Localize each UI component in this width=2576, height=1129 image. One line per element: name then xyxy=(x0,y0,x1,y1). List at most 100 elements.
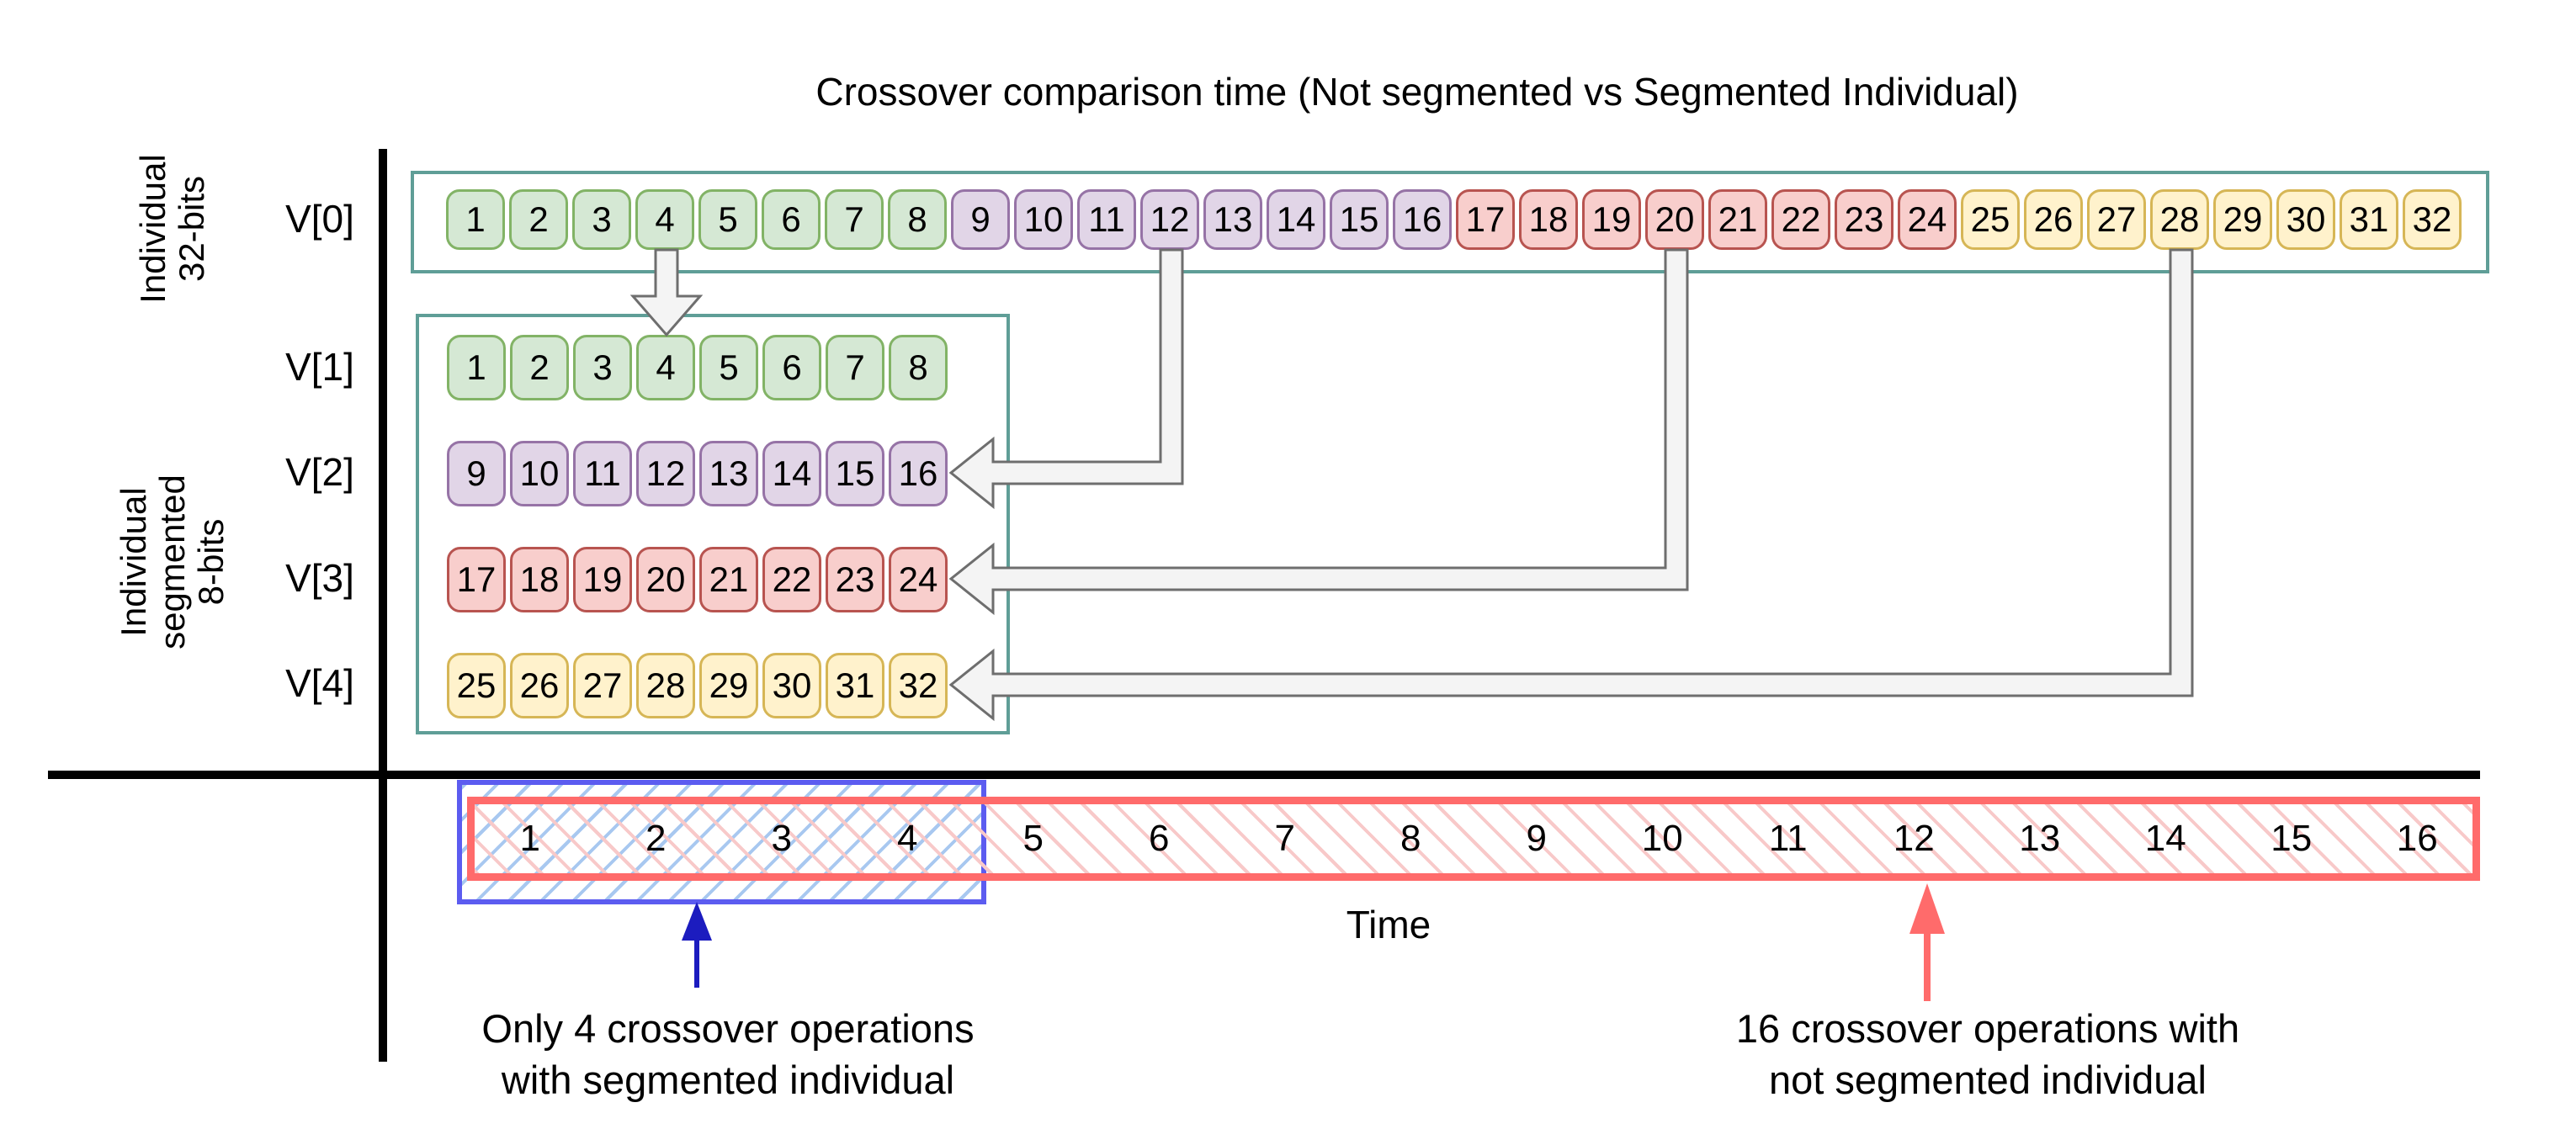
bit-cell-22: 22 xyxy=(762,547,821,612)
bit-cell-13: 13 xyxy=(699,441,758,506)
timeline-number-11: 11 xyxy=(1768,818,1808,859)
bit-cell-13: 13 xyxy=(1203,189,1262,250)
red-up-arrow-icon xyxy=(1909,883,1945,934)
timeline-number-10: 10 xyxy=(1641,818,1683,859)
annotation-line: not segmented individual xyxy=(1769,1057,2207,1102)
bit-cell-24: 24 xyxy=(1898,189,1957,250)
timeline-number-5: 5 xyxy=(1022,818,1044,859)
bit-cell-10: 10 xyxy=(1014,189,1073,250)
bit-cell-24: 24 xyxy=(889,547,948,612)
bit-cell-6: 6 xyxy=(762,189,821,250)
annotation-line: Only 4 crossover operations xyxy=(481,1006,975,1051)
bit-cell-8: 8 xyxy=(888,189,947,250)
bit-cell-22: 22 xyxy=(1771,189,1830,250)
bit-cell-11: 11 xyxy=(573,441,632,506)
timeline-number-15: 15 xyxy=(2271,818,2313,859)
timeline-number-3: 3 xyxy=(771,818,792,859)
bit-cell-5: 5 xyxy=(698,189,757,250)
annotation-line: 16 crossover operations with xyxy=(1735,1006,2240,1051)
bit-cell-29: 29 xyxy=(2213,189,2272,250)
row-label-v3: V[3] xyxy=(285,556,354,600)
row-label-v0: V[0] xyxy=(285,197,354,241)
elbow-arrow-bit20-to-v3 xyxy=(948,248,1689,616)
bit-cell-6: 6 xyxy=(762,335,821,400)
bit-cell-28: 28 xyxy=(636,653,695,718)
bit-cell-1: 1 xyxy=(447,335,506,400)
bit-cell-7: 7 xyxy=(825,189,884,250)
row-label-v2: V[2] xyxy=(285,450,354,494)
timeline-number-16: 16 xyxy=(2396,818,2438,859)
elbow-arrow-bit12-to-v2 xyxy=(948,248,1184,510)
bit-cell-27: 27 xyxy=(573,653,632,718)
bit-cell-31: 31 xyxy=(2340,189,2398,250)
bit-cell-17: 17 xyxy=(1456,189,1515,250)
bit-cell-32: 32 xyxy=(889,653,948,718)
bit-cell-17: 17 xyxy=(447,547,506,612)
elbow-arrow-bit28-to-v4 xyxy=(948,248,2194,722)
bit-cell-7: 7 xyxy=(826,335,884,400)
bit-cell-15: 15 xyxy=(826,441,884,506)
bit-cell-29: 29 xyxy=(699,653,758,718)
bit-cell-32: 32 xyxy=(2403,189,2462,250)
timeline-number-2: 2 xyxy=(645,818,667,859)
timeline-number-9: 9 xyxy=(1526,818,1547,859)
bit-cell-14: 14 xyxy=(762,441,821,506)
diagram-title: Crossover comparison time (Not segmented… xyxy=(815,70,2019,114)
time-axis-label: Time xyxy=(1346,903,1431,946)
y-axis-line xyxy=(379,149,387,1062)
timeline-number-1: 1 xyxy=(519,818,540,859)
bit-cell-2: 2 xyxy=(510,335,569,400)
timeline-number-8: 8 xyxy=(1400,818,1421,859)
row-label-v4: V[4] xyxy=(285,661,354,705)
bit-cell-3: 3 xyxy=(573,335,632,400)
annotation-not-segmented: 16 crossover operations with not segment… xyxy=(1736,1003,2239,1105)
blue-up-arrow-icon xyxy=(682,902,712,941)
bit-cell-19: 19 xyxy=(573,547,632,612)
bit-cell-20: 20 xyxy=(636,547,695,612)
bit-cell-27: 27 xyxy=(2087,189,2146,250)
timeline-number-12: 12 xyxy=(1893,818,1935,859)
bit-cell-9: 9 xyxy=(951,189,1010,250)
not-segmented-time-region xyxy=(467,797,2480,881)
bit-cell-15: 15 xyxy=(1330,189,1389,250)
bit-cell-1: 1 xyxy=(446,189,505,250)
down-arrow-bit4-to-v1 xyxy=(629,248,704,337)
bit-cell-26: 26 xyxy=(510,653,569,718)
bit-cell-30: 30 xyxy=(762,653,821,718)
bit-cell-16: 16 xyxy=(1393,189,1452,250)
bit-cell-18: 18 xyxy=(1519,189,1578,250)
bit-cell-28: 28 xyxy=(2150,189,2209,250)
timeline-number-4: 4 xyxy=(897,818,918,859)
bit-cell-21: 21 xyxy=(699,547,758,612)
bit-cell-23: 23 xyxy=(826,547,884,612)
bit-cell-19: 19 xyxy=(1582,189,1641,250)
bit-cell-30: 30 xyxy=(2276,189,2335,250)
bit-cell-5: 5 xyxy=(699,335,758,400)
timeline-number-14: 14 xyxy=(2144,818,2186,859)
x-axis-line xyxy=(48,771,2480,779)
bit-cell-18: 18 xyxy=(510,547,569,612)
bit-cell-31: 31 xyxy=(826,653,884,718)
timeline-number-6: 6 xyxy=(1149,818,1170,859)
bit-cell-21: 21 xyxy=(1708,189,1767,250)
bit-cell-16: 16 xyxy=(889,441,948,506)
bit-cell-2: 2 xyxy=(509,189,568,250)
bit-cell-25: 25 xyxy=(1961,189,2020,250)
timeline-number-7: 7 xyxy=(1274,818,1295,859)
annotation-segmented: Only 4 crossover operations with segment… xyxy=(481,1003,974,1105)
bit-cell-10: 10 xyxy=(510,441,569,506)
bit-cell-8: 8 xyxy=(889,335,948,400)
bit-cell-26: 26 xyxy=(2024,189,2083,250)
timeline-number-13: 13 xyxy=(2019,818,2061,859)
bit-cell-9: 9 xyxy=(447,441,506,506)
bit-cell-4: 4 xyxy=(636,335,695,400)
